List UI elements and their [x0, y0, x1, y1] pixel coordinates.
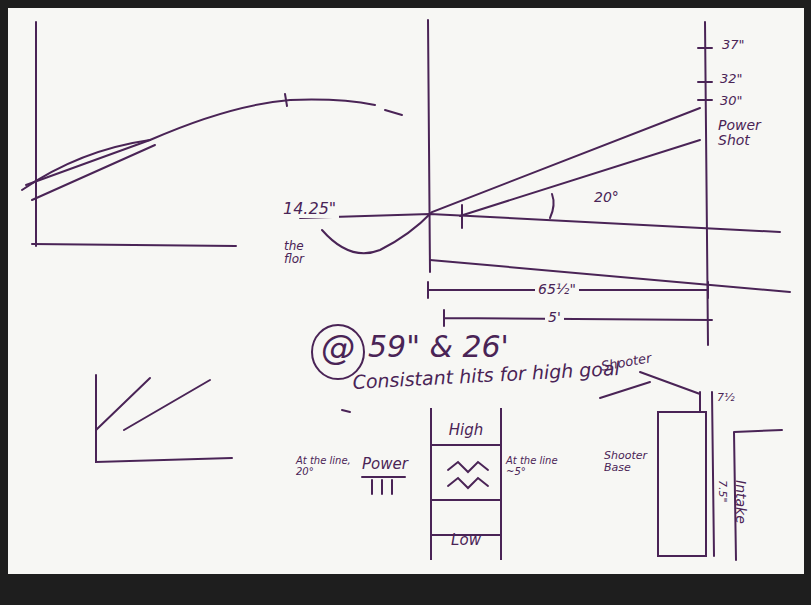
floor-line: [430, 260, 790, 292]
setting: Power: [362, 456, 408, 473]
setting-column: HighLow: [430, 408, 502, 560]
angle: 20°: [594, 190, 619, 205]
axes: [96, 375, 232, 462]
circled-symbol: @: [314, 327, 362, 377]
dimension: 7½: [717, 392, 735, 404]
axis: [35, 22, 37, 246]
board: [8, 8, 804, 574]
note: At the line, 20°: [296, 455, 356, 477]
floor-line: [300, 214, 780, 232]
dimension: 30": [720, 94, 743, 108]
trajectory: [22, 100, 375, 190]
dimension: 37": [722, 38, 745, 52]
note: At the line ~5°: [506, 455, 566, 477]
underline: [362, 476, 405, 478]
tick: [285, 94, 287, 106]
row-lines: [432, 445, 500, 535]
tally: [372, 480, 392, 494]
dimension-line: [444, 310, 712, 326]
marker-lines: [22, 20, 790, 560]
floor-line: [32, 244, 236, 246]
dimension-line: [428, 282, 708, 298]
distance-note: 59" & 26': [368, 330, 509, 363]
dimension: 32": [720, 72, 743, 86]
dash: [342, 410, 350, 412]
trajectory: [322, 108, 700, 253]
node-text: Low: [432, 530, 500, 549]
dimension: 65½": [535, 282, 579, 297]
trajectory: [96, 378, 210, 430]
tick: [461, 205, 463, 228]
shooter-lines: [700, 392, 714, 556]
dimension: 14.25": [280, 200, 339, 218]
trajectory-dash: [385, 110, 402, 115]
part-name: Shooter Base: [604, 450, 652, 474]
trajectory: [460, 140, 700, 216]
part-name: Intake: [733, 480, 748, 524]
shot-name: Power Shot: [718, 118, 768, 149]
note: the flor: [284, 240, 324, 266]
wall-line: [428, 20, 430, 272]
ticks: [698, 48, 712, 100]
dimension: 7.5": [716, 480, 728, 503]
scribble: [448, 462, 488, 488]
angle-arc: [550, 194, 554, 218]
trajectory: [32, 145, 155, 200]
dimension: 5': [545, 310, 564, 325]
trajectory: [26, 140, 150, 185]
node-text: @: [314, 327, 362, 366]
shooter-base: [658, 412, 706, 556]
node-text: High: [432, 408, 500, 439]
